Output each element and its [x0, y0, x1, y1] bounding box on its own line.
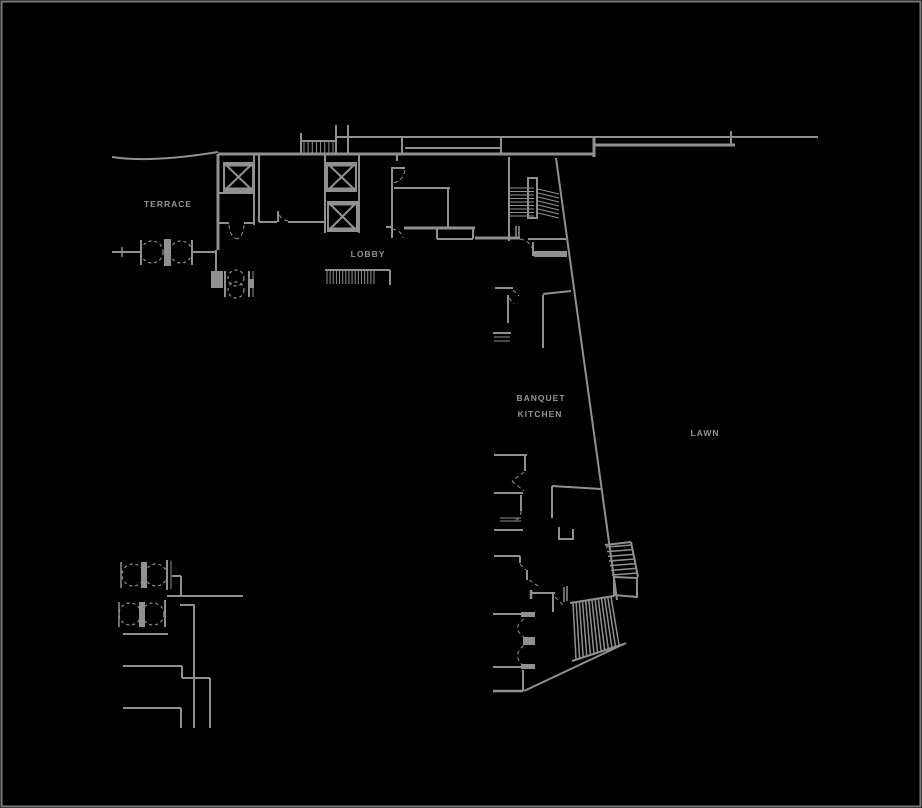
stair-tread [594, 599, 602, 651]
door-swing-dash [554, 596, 566, 608]
stair-tread [597, 598, 606, 650]
stair-tread [537, 196, 560, 203]
solid-pier [521, 612, 535, 617]
stair-tread [572, 602, 577, 660]
stair-tread [591, 599, 599, 653]
door-swing-dash [511, 471, 525, 482]
door-swing-arc [517, 644, 525, 667]
stair-tread [581, 601, 588, 656]
stair-tread [578, 601, 584, 657]
stair-tread [537, 212, 560, 219]
stair-tread [610, 567, 638, 572]
stair-tread [608, 558, 636, 562]
stair-tread [537, 192, 560, 199]
wall-line [604, 541, 632, 546]
label-banquet-kitchen-line2: KITCHEN [518, 409, 563, 419]
stair-tread [537, 208, 560, 215]
chair-symbol [227, 269, 245, 287]
chair-symbol [144, 563, 168, 587]
solid-pier [139, 602, 145, 627]
stair-tread [575, 602, 581, 658]
stair-tread [584, 600, 592, 655]
door-swing-arc [236, 224, 245, 240]
elevator-x [326, 162, 357, 192]
stair-landing [613, 575, 638, 599]
elevator-rail [327, 163, 356, 167]
elevator-rail [327, 187, 356, 191]
wall-line [542, 290, 572, 295]
stair-tread [588, 600, 595, 654]
door-swing-arc [278, 211, 289, 222]
stair-tread [611, 572, 639, 576]
door-swing-dash [508, 297, 515, 305]
stair-tread [607, 597, 617, 647]
stair-tread [537, 204, 560, 211]
chair-symbol [227, 281, 245, 299]
elevator-x [327, 201, 358, 232]
elevator-rail [328, 227, 357, 231]
chair-symbol [140, 240, 164, 264]
door-swing-arc [392, 169, 406, 184]
wall-line [551, 485, 602, 490]
door-swing-dash [511, 480, 525, 492]
solid-pier [211, 271, 223, 288]
stair-tread [605, 544, 633, 548]
stair-tread [537, 188, 560, 195]
door-swing-dash [512, 289, 520, 297]
stair-tread [603, 597, 613, 648]
wall-curve [111, 151, 219, 161]
stair-tread [600, 598, 609, 649]
elevator-rail [224, 187, 253, 191]
solid-pier [534, 251, 567, 257]
label-banquet-kitchen-line1: BANQUET [516, 393, 565, 403]
elevator-rail [328, 202, 357, 206]
label-lawn: LAWN [690, 428, 719, 438]
chair-symbol [169, 240, 193, 264]
wall-line [569, 595, 615, 604]
solid-pier [248, 279, 254, 288]
counter-bracket [558, 527, 574, 540]
wall-line [523, 642, 627, 692]
elevator-rail [224, 163, 253, 167]
door-swing-arc [391, 228, 404, 239]
stair-tread [607, 553, 635, 558]
label-terrace: TERRACE [144, 199, 192, 209]
door-swing-dash [519, 563, 527, 571]
door-swing-arc [511, 510, 522, 522]
stair-tread [610, 596, 620, 646]
label-lobby: LOBBY [351, 249, 386, 259]
door-swing-arc [517, 618, 525, 638]
solid-pier [523, 637, 535, 645]
door-swing-arc [228, 224, 238, 240]
solid-pier [164, 239, 171, 266]
wall-line [571, 643, 625, 662]
stair-tread [606, 548, 634, 553]
stair-tread [609, 562, 637, 567]
wall-line [555, 157, 618, 601]
door-swing-dash [528, 579, 542, 589]
stair-tread [537, 200, 560, 207]
solid-pier [521, 664, 535, 669]
chair-symbol [121, 563, 145, 587]
door-swing-arc [519, 238, 534, 252]
elevator-x [223, 162, 254, 192]
chair-symbol [118, 602, 142, 626]
chair-symbol [141, 602, 165, 626]
